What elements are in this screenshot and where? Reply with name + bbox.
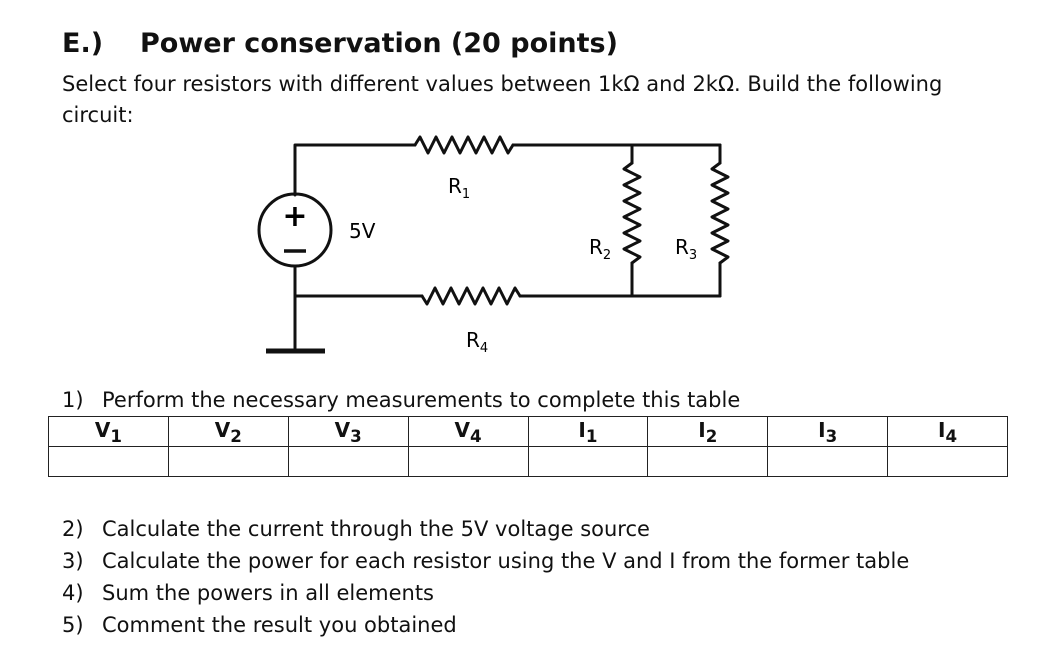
- cell-v1[interactable]: [48, 446, 169, 477]
- problem-heading: E.) Power conservation (20 points): [62, 28, 618, 59]
- source-plus-sign: +: [282, 199, 307, 234]
- header-v4: V4: [407, 416, 529, 447]
- cell-i2[interactable]: [647, 446, 769, 477]
- r3-label: R3: [675, 235, 697, 263]
- table-row: [48, 446, 1008, 477]
- task-4: 4) Sum the powers in all elements: [62, 581, 434, 605]
- header-i3: I3: [767, 416, 889, 447]
- problem-number: E.): [62, 28, 104, 59]
- intro-line-2: circuit:: [62, 103, 134, 127]
- cell-v3[interactable]: [287, 446, 409, 477]
- header-i4: I4: [887, 416, 1008, 447]
- header-v3: V3: [287, 416, 409, 447]
- task-1-text: Perform the necessary measurements to co…: [102, 388, 741, 412]
- task-1-number: 1): [62, 388, 84, 412]
- task-4-text: Sum the powers in all elements: [102, 581, 435, 605]
- wire-bottom-left: [293, 264, 424, 298]
- resistor-r1: [413, 135, 515, 155]
- circuit-diagram: + 5V R1 R2 R3 R4: [257, 135, 730, 356]
- r1-label: R1: [448, 174, 470, 202]
- task-4-number: 4): [62, 581, 84, 605]
- task-2-text: Calculate the current through the 5V vol…: [102, 517, 650, 541]
- header-v1: V1: [48, 416, 169, 447]
- cell-v4[interactable]: [407, 446, 529, 477]
- cell-i1[interactable]: [527, 446, 649, 477]
- measurement-table: V1 V2 V3 V4 I1 I2 I3 I4: [48, 416, 1008, 477]
- cell-v2[interactable]: [167, 446, 289, 477]
- task-5-number: 5): [62, 613, 84, 637]
- r4-label: R4: [466, 328, 488, 356]
- header-i2: I2: [647, 416, 769, 447]
- wire-top-left: [293, 143, 417, 197]
- task-2: 2) Calculate the current through the 5V v…: [62, 517, 650, 541]
- cell-i3[interactable]: [767, 446, 889, 477]
- task-1: 1) Perform the necessary measurements to …: [62, 388, 740, 412]
- source-voltage-label: 5V: [349, 219, 376, 243]
- task-3: 3) Calculate the power for each resistor …: [62, 549, 909, 573]
- table-header-row: V1 V2 V3 V4 I1 I2 I3 I4: [48, 416, 1008, 447]
- resistor-r3: [710, 161, 730, 265]
- r2-label: R2: [589, 235, 611, 263]
- problem-title: Power conservation (20 points): [140, 28, 618, 59]
- resistor-r4: [420, 286, 522, 306]
- task-2-number: 2): [62, 517, 84, 541]
- header-v2: V2: [167, 416, 289, 447]
- cell-i4[interactable]: [887, 446, 1008, 477]
- voltage-source-circle: [257, 192, 333, 268]
- task-5: 5) Comment the result you obtained: [62, 613, 457, 637]
- header-i1: I1: [527, 416, 649, 447]
- intro-line-1: Select four resistors with different val…: [62, 72, 943, 96]
- resistor-r2: [622, 161, 642, 265]
- task-3-number: 3): [62, 549, 84, 573]
- task-5-text: Comment the result you obtained: [102, 613, 457, 637]
- task-3-text: Calculate the power for each resistor us…: [102, 549, 910, 573]
